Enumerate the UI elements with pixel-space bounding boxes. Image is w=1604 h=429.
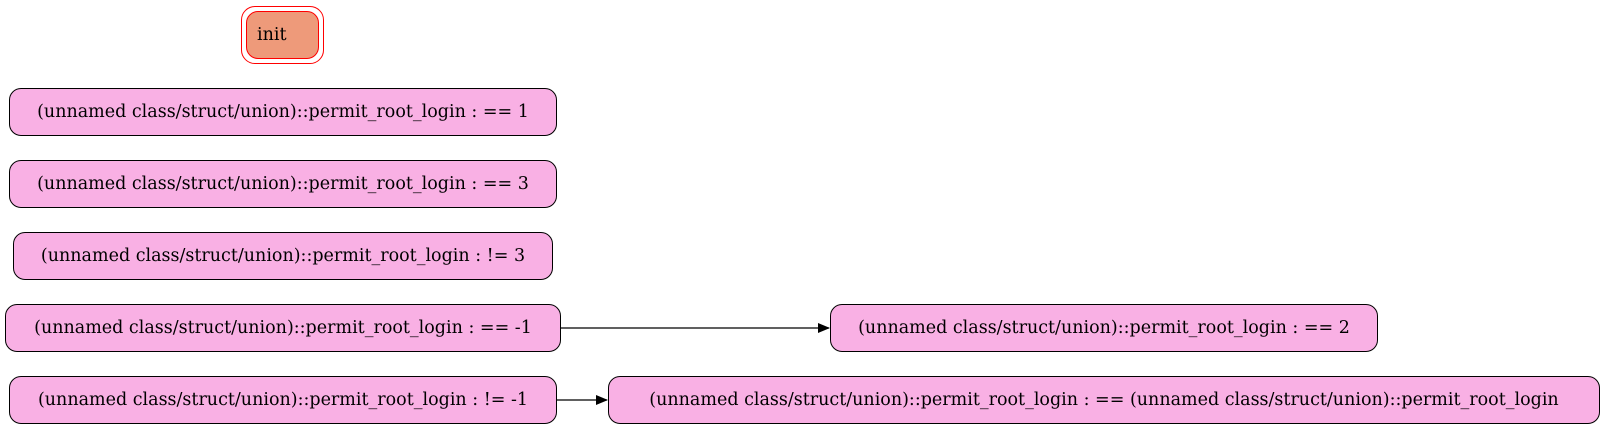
init-node[interactable]: init bbox=[246, 11, 319, 59]
node-permit-root-login-eq-2[interactable]: (unnamed class/struct/union)::permit_roo… bbox=[830, 304, 1378, 352]
node-label: (unnamed class/struct/union)::permit_roo… bbox=[858, 318, 1350, 338]
init-node-label: init bbox=[257, 25, 287, 45]
node-permit-root-login-ne-3[interactable]: (unnamed class/struct/union)::permit_roo… bbox=[13, 232, 553, 280]
node-permit-root-login-eq-minus-1[interactable]: (unnamed class/struct/union)::permit_roo… bbox=[5, 304, 561, 352]
node-permit-root-login-ne-minus-1[interactable]: (unnamed class/struct/union)::permit_roo… bbox=[9, 376, 557, 424]
node-label: (unnamed class/struct/union)::permit_roo… bbox=[34, 318, 532, 338]
node-permit-root-login-eq-1[interactable]: (unnamed class/struct/union)::permit_roo… bbox=[9, 88, 557, 136]
init-node-outer-border bbox=[241, 6, 324, 64]
node-permit-root-login-eq-self[interactable]: (unnamed class/struct/union)::permit_roo… bbox=[608, 376, 1600, 424]
node-label: (unnamed class/struct/union)::permit_roo… bbox=[649, 390, 1559, 410]
node-label: (unnamed class/struct/union)::permit_roo… bbox=[37, 102, 529, 122]
node-label: (unnamed class/struct/union)::permit_roo… bbox=[37, 174, 529, 194]
node-label: (unnamed class/struct/union)::permit_roo… bbox=[40, 246, 526, 266]
node-permit-root-login-eq-3[interactable]: (unnamed class/struct/union)::permit_roo… bbox=[9, 160, 557, 208]
node-label: (unnamed class/struct/union)::permit_roo… bbox=[37, 390, 529, 410]
